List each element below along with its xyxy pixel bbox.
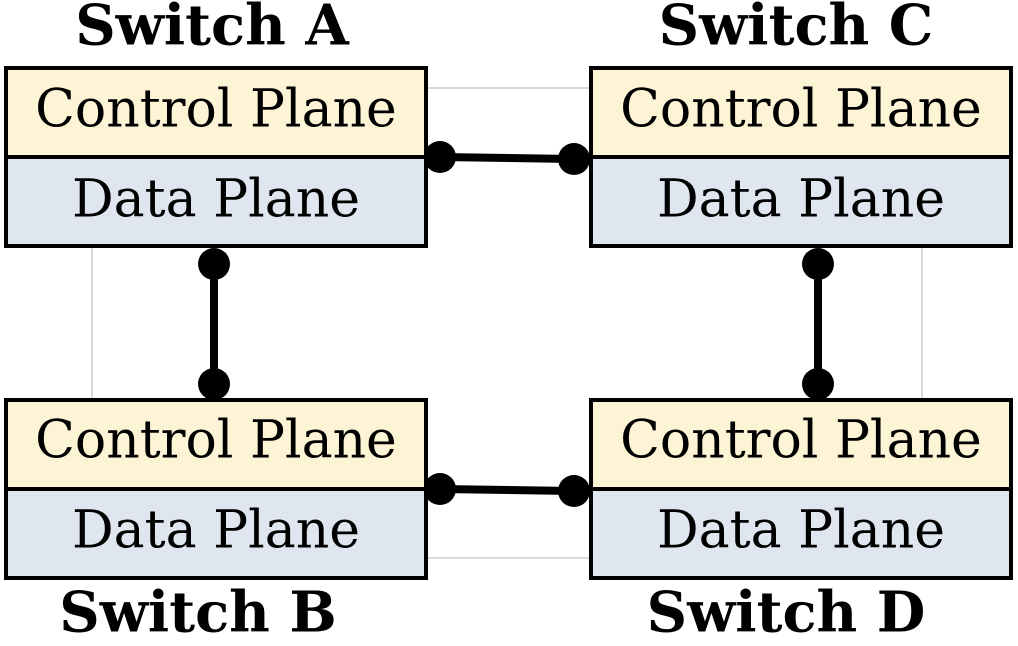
port-a-b-top [198,248,230,280]
port-b-d-right [558,475,590,507]
links [210,153,822,495]
switch-a-label: Switch A [75,0,350,59]
switch-a: Switch A Control Plane Data Plane [4,0,428,248]
switch-d-label: Switch D [647,580,926,646]
switch-d-control-plane-label: Control Plane [620,411,982,471]
port-a-c-right [558,143,590,175]
ports [198,141,834,507]
switch-c-control-plane-box [589,66,1013,159]
switch-a-control-plane-box [4,66,428,159]
switch-c-data-plane-label: Data Plane [657,170,945,230]
switch-b: Control Plane Data Plane Switch B [4,398,428,646]
switch-d: Control Plane Data Plane Switch D [589,398,1013,646]
switch-c-label: Switch C [659,0,934,59]
switch-d-control-plane-box [589,398,1013,491]
switch-b-data-plane-label: Data Plane [72,501,360,561]
switch-c-control-plane-label: Control Plane [620,80,982,140]
switch-a-control-plane-label: Control Plane [35,80,397,140]
switch-d-data-plane-label: Data Plane [657,501,945,561]
port-a-c-left [424,141,456,173]
port-b-d-left [424,473,456,505]
port-a-b-bottom [198,368,230,400]
link-a-c [436,153,578,163]
link-b-d [436,485,578,495]
switch-b-data-plane-box [4,487,428,580]
switch-a-data-plane-box [4,155,428,248]
port-c-d-bottom [802,368,834,400]
switch-b-label: Switch B [59,580,336,646]
switch-b-control-plane-label: Control Plane [35,411,397,471]
port-c-d-top [802,248,834,280]
switch-a-data-plane-label: Data Plane [72,170,360,230]
switch-c: Switch C Control Plane Data Plane [589,0,1013,248]
switch-c-data-plane-box [589,155,1013,248]
switch-d-data-plane-box [589,487,1013,580]
switch-b-control-plane-box [4,398,428,491]
